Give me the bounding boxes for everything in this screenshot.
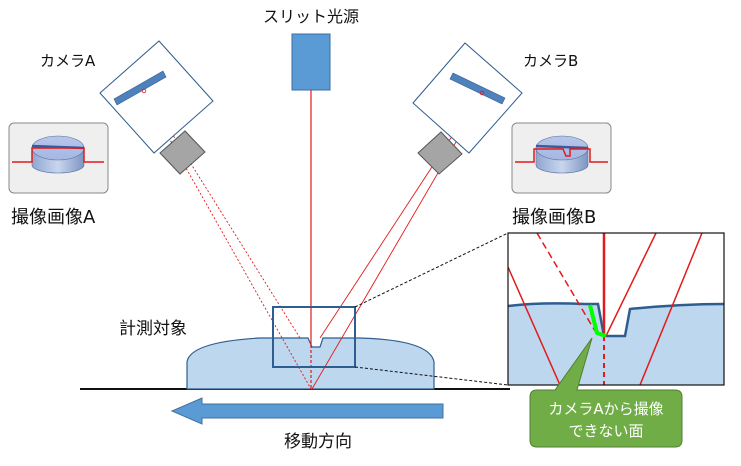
captured-image-b-laser-profile — [515, 148, 608, 163]
zoom-camera-b-ray-2 — [639, 233, 703, 385]
camera-b-sensor — [449, 72, 506, 105]
movement-direction-label: 移動方向 — [284, 432, 352, 452]
captured-image-b — [511, 122, 612, 194]
camera-a-body — [99, 40, 214, 154]
camera-a-ray-groove — [142, 91, 312, 390]
camera-a-label: カメラA — [40, 52, 96, 70]
movement-direction-arrow — [170, 397, 444, 425]
callout-line-1: カメラAから撮像 — [548, 400, 663, 418]
zoom-region-box — [272, 306, 356, 368]
camera-a — [99, 40, 214, 175]
camera-b-ray-groove — [311, 93, 485, 390]
zoom-hidden-face-highlight — [588, 304, 607, 338]
zoom-camera-b-ray-1 — [605, 233, 657, 337]
measurement-object — [186, 337, 435, 390]
callout-line-2: できない面 — [568, 422, 643, 440]
measurement-target-label: 計測対象 — [119, 319, 187, 339]
slit-light-source-label: スリット光源 — [263, 7, 359, 26]
zoom-object-surface — [508, 303, 724, 385]
captured-image-a-laser-profile — [12, 147, 104, 163]
zoom-leader-bottom — [354, 366, 509, 386]
camera-a-lens — [159, 130, 206, 175]
camera-a-sensor — [113, 70, 167, 106]
captured-image-b-label: 撮像画像B — [512, 207, 596, 228]
camera-b-label: カメラB — [523, 52, 578, 70]
zoom-inset — [507, 232, 725, 386]
captured-image-a-label: 撮像画像A — [11, 207, 96, 228]
zoom-camera-a-ray-dashed — [536, 233, 599, 337]
slit-light-source — [291, 33, 331, 91]
camera-b-lens — [417, 131, 463, 175]
zoom-camera-a-ray-solid — [508, 266, 561, 385]
captured-image-a — [8, 122, 109, 194]
camera-b-focal-point — [479, 90, 485, 96]
camera-a-focal-point — [141, 88, 147, 94]
camera-b — [412, 42, 523, 175]
zoom-leader-top — [354, 232, 509, 308]
callout-uncapturable-surface: カメラAから撮像 できない面 — [529, 337, 683, 448]
camera-b-body — [412, 42, 523, 154]
